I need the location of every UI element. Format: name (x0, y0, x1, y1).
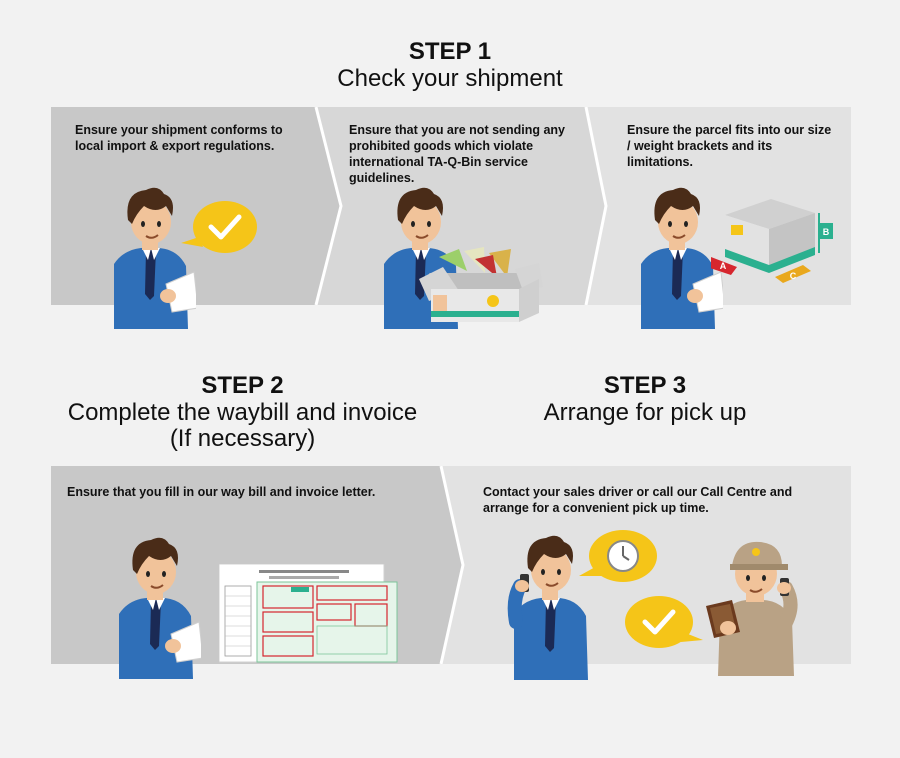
man-reading-icon (114, 187, 196, 329)
dimension-b-label: B (823, 227, 830, 237)
man-on-phone-icon (507, 535, 588, 680)
step-1-title: Check your shipment (337, 65, 563, 92)
step-1-number: STEP 1 (408, 38, 492, 65)
dimension-a-label: A (720, 261, 727, 271)
step-3-panel-text: Contact your sales driver or call our Ca… (483, 485, 793, 515)
waybill-document-icon (219, 564, 398, 663)
open-box-icon (419, 247, 543, 322)
step-3-heading: STEP 3 Arrange for pick up (495, 372, 795, 426)
step-2-title-line-1: Complete the waybill and invoice (67, 399, 418, 426)
check-bubble-icon (181, 201, 257, 253)
man-reading-icon-2 (641, 187, 723, 329)
step-1-heading: STEP 1 Check your shipment (300, 38, 600, 92)
step-1-panel-1-text: Ensure your shipment conforms to local i… (75, 123, 283, 153)
step-1-panel-3-text: Ensure the parcel fits into our size / w… (627, 123, 832, 169)
dimension-c-label: C (790, 271, 797, 281)
step-1-panels: Ensure your shipment conforms to local i… (51, 106, 851, 329)
step-2-panel-text: Ensure that you fill in our way bill and… (67, 485, 376, 499)
step-2-heading: STEP 2 Complete the waybill and invoice … (40, 372, 445, 452)
step-3-number: STEP 3 (603, 372, 687, 399)
step-2-3-panels: Ensure that you fill in our way bill and… (51, 465, 851, 680)
delivery-driver-icon (706, 541, 798, 676)
parcel-box-icon: B A C (711, 199, 833, 283)
check-bubble-icon-2 (625, 596, 703, 648)
clock-bubble-icon (579, 530, 657, 582)
step-3-title: Arrange for pick up (543, 399, 747, 426)
step-1-panel-2-text: Ensure that you are not sending any proh… (349, 123, 566, 185)
step-2-number: STEP 2 (201, 372, 284, 399)
man-reading-icon-3 (119, 537, 201, 679)
step-2-title-line-2: (If necessary) (169, 425, 316, 452)
